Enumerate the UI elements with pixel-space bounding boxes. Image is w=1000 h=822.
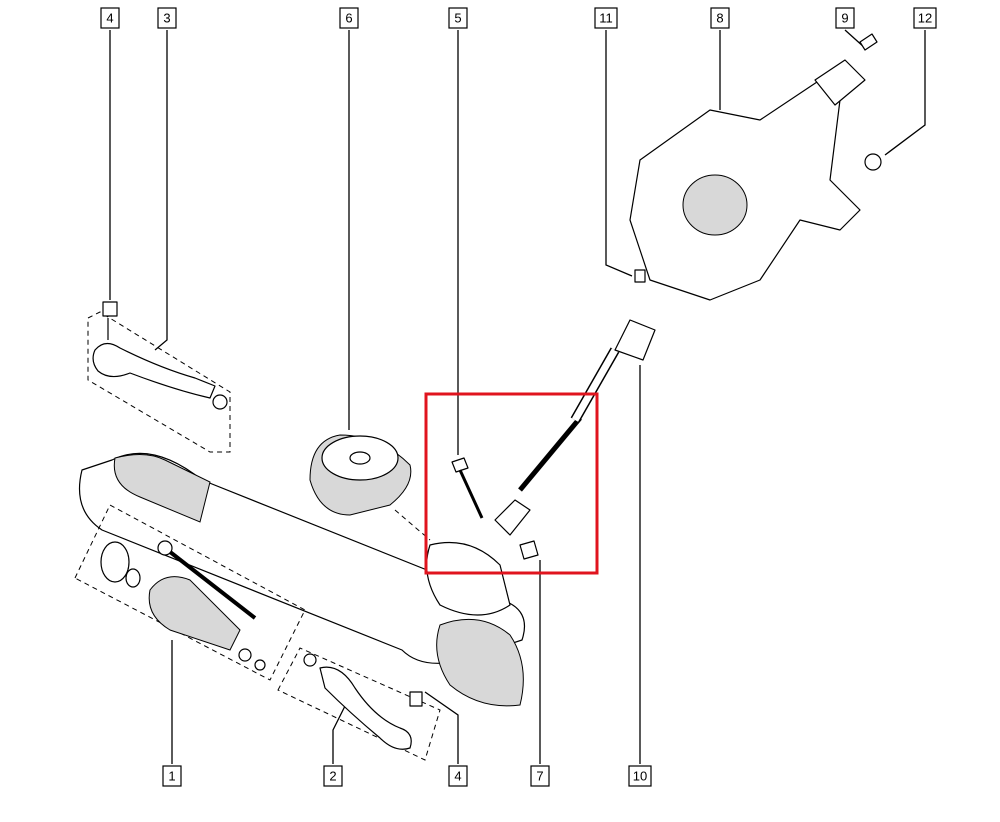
callout-6: 6	[339, 7, 359, 29]
svg-text:2: 2	[329, 769, 336, 784]
svg-text:1: 1	[168, 769, 175, 784]
highlight-box	[424, 392, 599, 575]
tie-rod-end-left	[87, 301, 231, 453]
callout-1: 1	[162, 765, 182, 787]
callout-4-bottom: 4	[448, 765, 468, 787]
callout-12: 12	[913, 7, 937, 29]
svg-text:3: 3	[163, 11, 170, 26]
svg-text:12: 12	[918, 11, 932, 26]
steering-rack	[78, 452, 526, 707]
svg-text:4: 4	[106, 11, 113, 26]
callout-2: 2	[323, 765, 343, 787]
svg-text:8: 8	[716, 11, 723, 26]
callout-3: 3	[157, 7, 177, 29]
svg-text:10: 10	[633, 769, 647, 784]
callout-9: 9	[835, 7, 855, 29]
svg-text:7: 7	[536, 769, 543, 784]
callout-7: 7	[530, 765, 550, 787]
steering-column	[629, 33, 882, 301]
intermediate-shaft	[451, 269, 656, 560]
callout-10: 10	[628, 765, 652, 787]
svg-text:11: 11	[599, 11, 613, 26]
rack-cover	[309, 434, 431, 541]
callout-5: 5	[448, 7, 468, 29]
svg-text:4: 4	[454, 769, 461, 784]
callout-11: 11	[594, 7, 618, 29]
svg-text:9: 9	[841, 11, 848, 26]
tie-rod-end-right	[277, 647, 441, 761]
leader-lines	[109, 29, 926, 764]
callout-8: 8	[710, 7, 730, 29]
svg-text:5: 5	[454, 11, 461, 26]
bellows-kit	[74, 504, 306, 681]
callout-4-top: 4	[100, 7, 120, 29]
svg-text:6: 6	[345, 11, 352, 26]
